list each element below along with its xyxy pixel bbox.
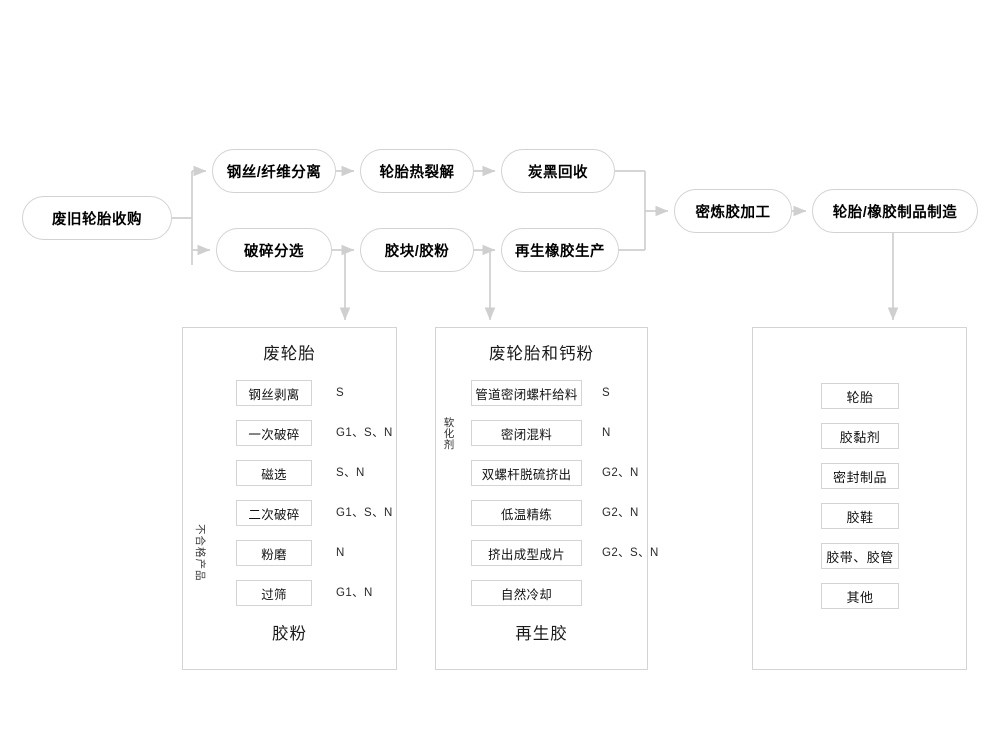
- step-secondary-crushing[interactable]: 二次破碎: [236, 500, 312, 526]
- node-label: 破碎分选: [244, 243, 304, 260]
- product-belts-hoses[interactable]: 胶带、胶管: [821, 543, 899, 569]
- node-tire-rubber-product-manufacturing[interactable]: 轮胎/橡胶制品制造: [812, 189, 978, 233]
- output-label-grinding: N: [336, 547, 345, 559]
- node-label: 炭黑回收: [528, 164, 588, 181]
- panel-rubber-powder-process: [182, 327, 397, 670]
- side-input-label-softener: 软化剂: [443, 417, 455, 452]
- step-label: 二次破碎: [248, 507, 300, 522]
- step-label: 钢丝剥离: [248, 387, 300, 402]
- panel-middle-footer: 再生胶: [515, 625, 568, 643]
- step-label: 挤出成型成片: [488, 547, 565, 562]
- step-primary-crushing[interactable]: 一次破碎: [236, 420, 312, 446]
- panel-middle-title: 废轮胎和钙粉: [489, 345, 594, 363]
- step-label: 磁选: [261, 467, 287, 482]
- node-label: 轮胎/橡胶制品制造: [832, 204, 958, 221]
- step-grinding[interactable]: 粉磨: [236, 540, 312, 566]
- node-label: 再生橡胶生产: [515, 243, 605, 260]
- step-low-temperature-refining[interactable]: 低温精练: [471, 500, 582, 526]
- product-others[interactable]: 其他: [821, 583, 899, 609]
- step-label: 粉磨: [261, 547, 287, 562]
- panel-rubber-products: [752, 327, 967, 670]
- product-sealing-products[interactable]: 密封制品: [821, 463, 899, 489]
- output-label-steel-wire-stripping: S: [336, 387, 345, 399]
- output-label-sealed-mixing: N: [602, 427, 611, 439]
- output-label-pipeline-sealed-screw-feeding: S: [602, 387, 611, 399]
- step-label: 密闭混料: [500, 427, 553, 442]
- step-sieving[interactable]: 过筛: [236, 580, 312, 606]
- step-magnetic-separation[interactable]: 磁选: [236, 460, 312, 486]
- node-crushing-sorting[interactable]: 破碎分选: [216, 228, 332, 272]
- step-steel-wire-stripping[interactable]: 钢丝剥离: [236, 380, 312, 406]
- step-label: 过筛: [261, 587, 287, 602]
- product-label: 轮胎: [846, 389, 874, 405]
- node-carbon-black-recovery[interactable]: 炭黑回收: [501, 149, 615, 193]
- node-mixing-processing[interactable]: 密炼胶加工: [674, 189, 792, 233]
- output-label-extrusion-forming-sheeting: G2、S、N: [602, 547, 659, 559]
- output-label-sieving: G1、N: [336, 587, 373, 599]
- panel-reclaimed-rubber-process: [435, 327, 648, 670]
- node-label: 钢丝/纤维分离: [226, 164, 322, 181]
- output-label-low-temperature-refining: G2、N: [602, 507, 639, 519]
- step-sealed-mixing[interactable]: 密闭混料: [471, 420, 582, 446]
- step-label: 低温精练: [500, 507, 553, 522]
- loop-label-nonconforming-product: 不合格产品: [194, 524, 206, 582]
- output-label-primary-crushing: G1、S、N: [336, 427, 393, 439]
- step-extrusion-forming-sheeting[interactable]: 挤出成型成片: [471, 540, 582, 566]
- panel-left-title: 废轮胎: [263, 345, 316, 363]
- product-label: 密封制品: [832, 469, 887, 485]
- product-label: 其他: [846, 589, 874, 605]
- step-label: 自然冷却: [500, 587, 553, 602]
- node-steel-fiber-separation[interactable]: 钢丝/纤维分离: [212, 149, 336, 193]
- step-pipeline-sealed-screw-feeding[interactable]: 管道密闭螺杆给料: [471, 380, 582, 406]
- node-rubber-block-powder[interactable]: 胶块/胶粉: [360, 228, 474, 272]
- step-natural-cooling[interactable]: 自然冷却: [471, 580, 582, 606]
- step-twin-screw-desulfurization-extrusion[interactable]: 双螺杆脱硫挤出: [471, 460, 582, 486]
- step-label: 管道密闭螺杆给料: [475, 387, 578, 402]
- node-reclaimed-rubber-production[interactable]: 再生橡胶生产: [501, 228, 619, 272]
- node-tire-pyrolysis[interactable]: 轮胎热裂解: [360, 149, 474, 193]
- product-adhesive[interactable]: 胶黏剂: [821, 423, 899, 449]
- node-label: 胶块/胶粉: [384, 243, 450, 260]
- product-label: 胶鞋: [846, 509, 874, 525]
- product-rubber-shoes[interactable]: 胶鞋: [821, 503, 899, 529]
- node-waste-tire-purchase[interactable]: 废旧轮胎收购: [22, 196, 172, 240]
- output-label-twin-screw-desulfurization-extrusion: G2、N: [602, 467, 639, 479]
- node-label: 废旧轮胎收购: [52, 211, 142, 228]
- panel-left-footer: 胶粉: [272, 625, 307, 643]
- node-label: 密炼胶加工: [695, 204, 771, 221]
- product-label: 胶带、胶管: [826, 549, 894, 565]
- output-label-secondary-crushing: G1、S、N: [336, 507, 393, 519]
- output-label-magnetic-separation: S、N: [336, 467, 365, 479]
- node-label: 轮胎热裂解: [379, 164, 455, 181]
- product-label: 胶黏剂: [839, 429, 881, 445]
- step-label: 一次破碎: [248, 427, 300, 442]
- step-label: 双螺杆脱硫挤出: [481, 467, 572, 482]
- product-tire[interactable]: 轮胎: [821, 383, 899, 409]
